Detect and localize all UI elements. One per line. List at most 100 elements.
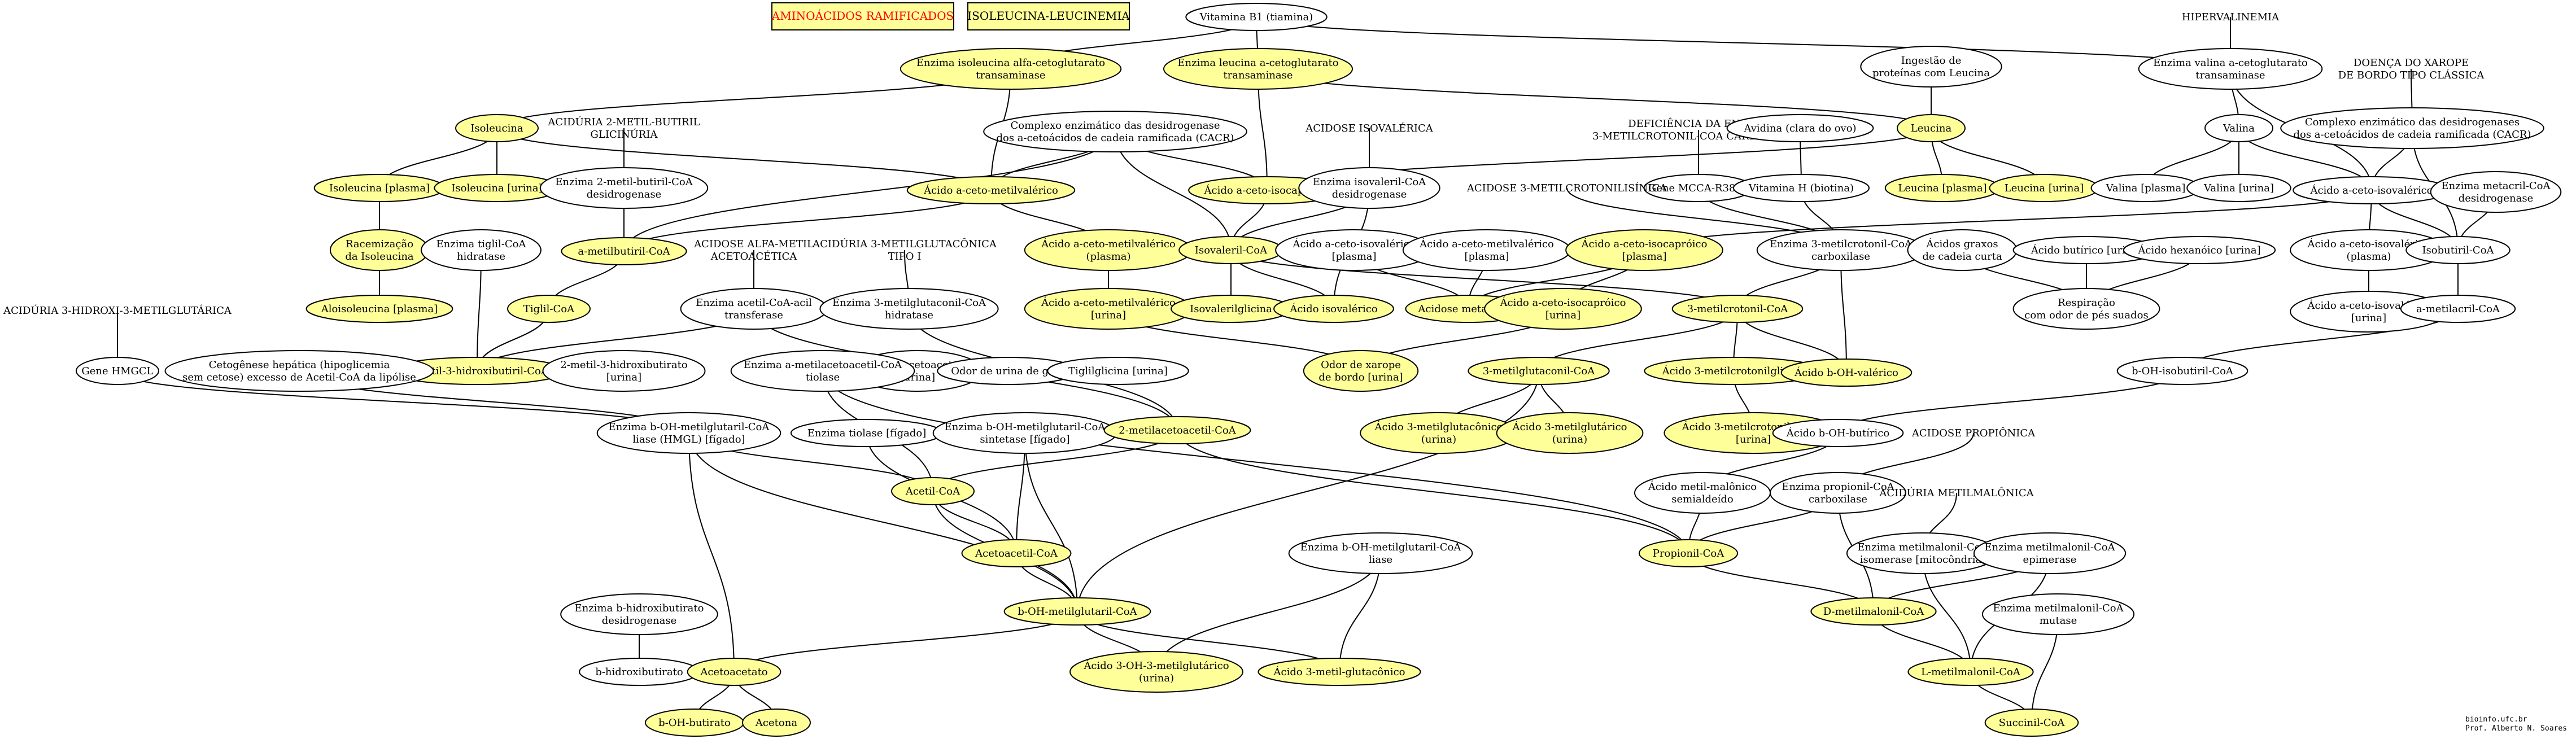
node-aloisoleucina: Aloisoleucina [plasma] [305,295,453,323]
node-shape [1726,114,1874,142]
node-label: Enzima isoleucina alfa-cetoglutarato [916,57,1105,69]
node-label: desidrogenase [1332,189,1407,200]
node-label: Isoleucina [urina] [451,182,542,194]
node-shape [164,350,434,392]
node-l-metilmalonil: L-metilmalonil-CoA [1907,658,2034,686]
node-shape [1103,416,1251,444]
node-label: ACETOACÉTICA [710,250,797,263]
node-label: Leucina [urina] [2005,182,2084,194]
node-label: ACIDÚRIA METILMALÔNICA [1879,486,2034,499]
node-label: b-OH-metilglutaril-CoA [1018,606,1137,618]
node-acid-metilmalonica: ACIDÚRIA METILMALÔNICA [1879,486,2034,499]
node-label: Vitamina B1 (tiamina) [1199,11,1313,23]
node-label: Ácido metil-malônico [1648,480,1757,493]
node-label: Ácido b-OH-valérico [1794,366,1898,379]
node-shape [539,167,709,209]
header-isoleucina-leucinemia: ISOLEUCINA-LEUCINEMIA [967,2,1130,30]
node-shape [2186,174,2291,202]
node-shape [2012,288,2160,330]
node-label: Enzima b-OH-metilglutaril-CoA [1300,541,1462,553]
node-label: Valina [urina] [2203,182,2274,194]
node-label: Ácido 3-OH-3-metilglutárico [1083,659,1229,672]
node-label: Odor de xarope [1321,359,1401,371]
edge-enz-hmgcl-to-acetoacetato [688,432,735,672]
node-label: sintetase [fígado] [980,434,1069,445]
node-complexo1: Complexo enzimático das desidrogenasedos… [983,111,1247,152]
node-shape [560,593,718,635]
node-shape [1671,295,1804,323]
node-acetoacetil-coa: Acetoacetil-CoA [961,539,1072,567]
node-shape [455,114,539,142]
node-shape [1907,229,2018,271]
node-ac-3mglutaconico: Ácido 3-metilglutacônico(urina) [1360,412,1518,454]
node-label: Valina [2223,123,2255,134]
node-shape [1024,288,1193,330]
node-label: Enzima 3-metilglutaconil-CoA [832,297,986,309]
node-label: [urina] [1091,309,1126,321]
node-shape [421,229,542,271]
node-label: 3-metilglutaconil-CoA [1483,365,1596,377]
node-label: 3-metilcrotonil-CoA [1687,303,1788,315]
node-label: DOENÇA DO XAROPE [2354,57,2469,69]
node-acic-urina: Ácido a-ceto-isocapróico[urina] [1484,288,1642,330]
node-label: Enzima b-OH-metilglutaril-CoA [945,421,1106,433]
node-label: ACIDÚRIA 2-METIL-BUTIRIL [547,115,700,128]
node-label: desidrogenase [587,189,662,200]
node-aciso-plasma-w: Ácido a-ceto-isovalérico[plasma] [1275,229,1433,271]
node-label: Isovaleril-CoA [1195,244,1268,256]
node-a-metilbutiril: a-metilbutiril-CoA [561,237,687,265]
node-shape [2405,236,2510,264]
edge-m2acetoacetil-to-propionil-coa [1177,430,1689,554]
node-label: Racemização [346,238,413,250]
node-label: b-OH-isobutiril-CoA [2132,365,2234,377]
node-label: transferase [724,309,783,321]
node-a-metilacril: a-metilacril-CoA [2400,295,2516,323]
node-label: [urina] [1736,434,1771,445]
node-label: ACIDOSE 3-METILCROTONILISÍNICA [1466,181,1667,194]
node-shape [1973,532,2127,574]
node-shape [1772,419,1904,447]
edge-complexo1-to-isovaleril-coa [1115,131,1232,251]
node-shape [2138,48,2323,90]
node-label: ACIDOSE ALFA-METIL [693,238,814,250]
node-shape [507,295,591,323]
node-acetomv-plasma: Ácido a-ceto-metilvalérico(plasma) [1024,229,1193,271]
node-shape [687,658,781,686]
node-boh-metilglutaril: b-OH-metilglutaril-CoA [1003,597,1151,626]
node-label: Ingestão de [1901,55,1962,67]
node-label: transaminase [1223,69,1293,81]
node-enz-ile-trans: Enzima isoleucina alfa-cetoglutaratotran… [900,48,1122,90]
credit-block: bioinfo.ufc.br Prof. Alberto N. Soares [2465,715,2567,733]
node-ile-urina: Isoleucina [urina] [434,174,560,202]
node-shape [1634,472,1771,514]
node-label: Ácido a-ceto-isocapróico [1500,296,1626,309]
node-leucina: Leucina [1897,114,1966,142]
node-ac-3mglut: Ácido 3-metil-glutacônico [1258,658,1421,686]
node-shape [983,111,1247,152]
node-label: Ácido a-ceto-metilvalérico [923,183,1058,196]
node-label: [plasma] [1622,251,1666,263]
node-shape [2280,107,2544,149]
node-layer: Vitamina B1 (tiamina)HIPERVALINEMIAEnzim… [3,3,2562,737]
node-label: D-metilmalonil-CoA [1823,606,1925,618]
node-label: dos a-cetoácidos de cadeia ramificada (C… [996,132,1234,144]
node-label: b-OH-butirato [658,717,731,729]
node-label: Ácido a-ceto-isovalérico [2307,237,2430,250]
node-label: liase (HMGL) [fígado] [632,434,745,445]
node-leu-urina: Leucina [urina] [1989,174,2099,202]
node-leu-plasma: Leucina [plasma] [1884,174,2001,202]
node-label: Respiração [2058,297,2115,309]
node-shape [2430,171,2562,213]
node-label: Complexo enzimático das desidrogenase [1011,120,1220,132]
node-label: Ácido a-ceto-metilvalérico [1041,296,1176,309]
node-label: isomerase [mitocôndria] [1860,554,1986,566]
node-shape [1484,288,1642,330]
node-tiglilglicina: Tiglilglicina [urina] [1047,357,1189,385]
node-label: [urina] [2351,312,2386,324]
node-acidose-propionica: ACIDOSE PROPIÔNICA [1911,426,2036,439]
